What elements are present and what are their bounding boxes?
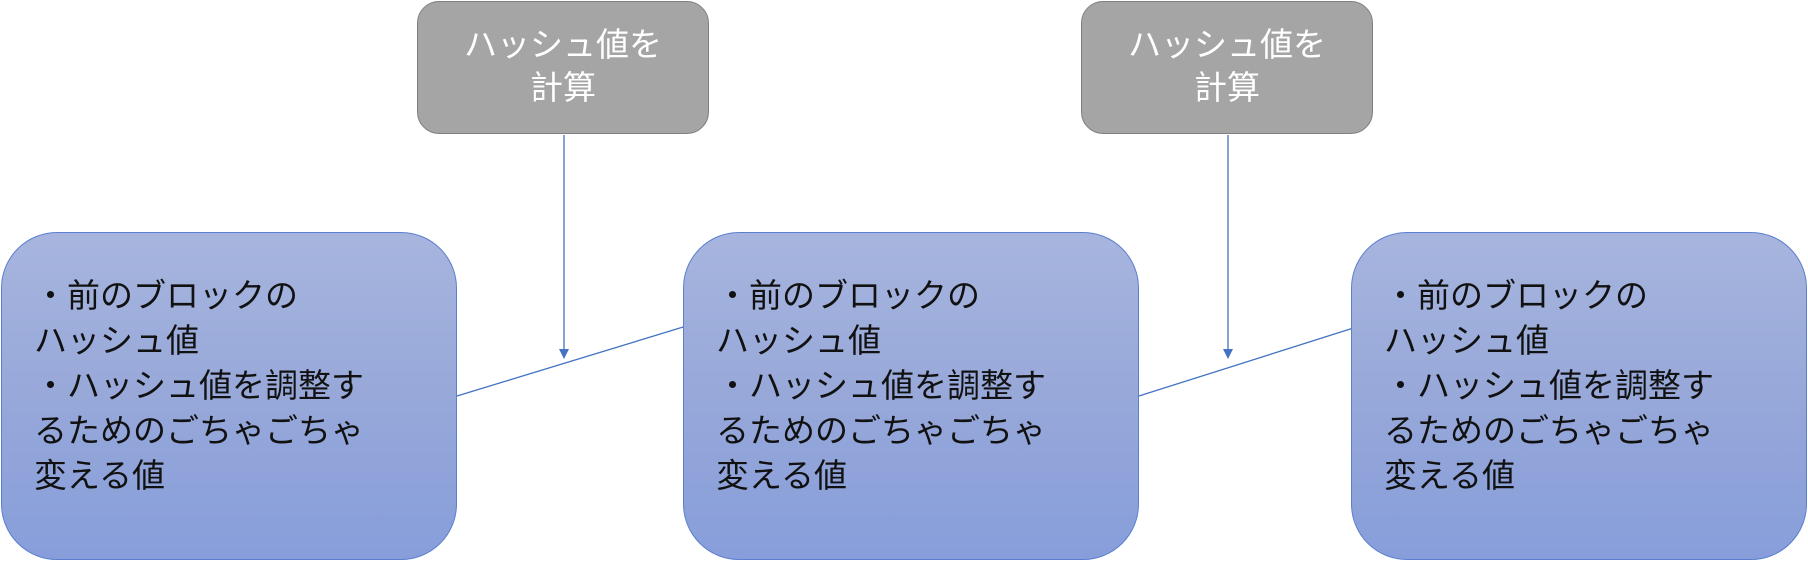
block-2: ・前のブロックの ハッシュ値 ・ハッシュ値を調整す るためのごちゃごちゃ 変える…	[683, 232, 1139, 560]
block-line-prev-hash-bullet: ・前のブロックの	[1384, 276, 1648, 315]
block-line-prev-hash: ハッシュ値	[1384, 321, 1549, 360]
block-line-nonce-3: 変える値	[716, 456, 848, 495]
block-line-nonce-bullet: ・ハッシュ値を調整す	[1384, 366, 1714, 405]
compute-hash-box-2: ハッシュ値を 計算	[1081, 1, 1373, 134]
arrow-block-2-to-3	[1138, 321, 1367, 397]
block-line-nonce-bullet: ・ハッシュ値を調整す	[34, 366, 364, 405]
block-line-nonce-3: 変える値	[34, 456, 166, 495]
block-line-nonce-3: 変える値	[1384, 456, 1516, 495]
arrow-block-1-to-2	[456, 321, 694, 397]
block-line-nonce-2: るためのごちゃごちゃ	[34, 411, 364, 450]
compute-hash-box-1: ハッシュ値を 計算	[417, 1, 709, 134]
block-line-prev-hash: ハッシュ値	[34, 321, 199, 360]
block-1: ・前のブロックの ハッシュ値 ・ハッシュ値を調整す るためのごちゃごちゃ 変える…	[1, 232, 457, 560]
block-line-nonce-2: るためのごちゃごちゃ	[1384, 411, 1714, 450]
compute-hash-line1: ハッシュ値を	[1128, 24, 1326, 64]
compute-hash-line1: ハッシュ値を	[464, 24, 662, 64]
compute-hash-line2: 計算	[1194, 67, 1260, 107]
block-line-prev-hash: ハッシュ値	[716, 321, 881, 360]
block-line-nonce-2: るためのごちゃごちゃ	[716, 411, 1046, 450]
compute-hash-line2: 計算	[530, 67, 596, 107]
block-line-prev-hash-bullet: ・前のブロックの	[34, 276, 298, 315]
block-3: ・前のブロックの ハッシュ値 ・ハッシュ値を調整す るためのごちゃごちゃ 変える…	[1351, 232, 1807, 560]
block-line-nonce-bullet: ・ハッシュ値を調整す	[716, 366, 1046, 405]
block-line-prev-hash-bullet: ・前のブロックの	[716, 276, 980, 315]
